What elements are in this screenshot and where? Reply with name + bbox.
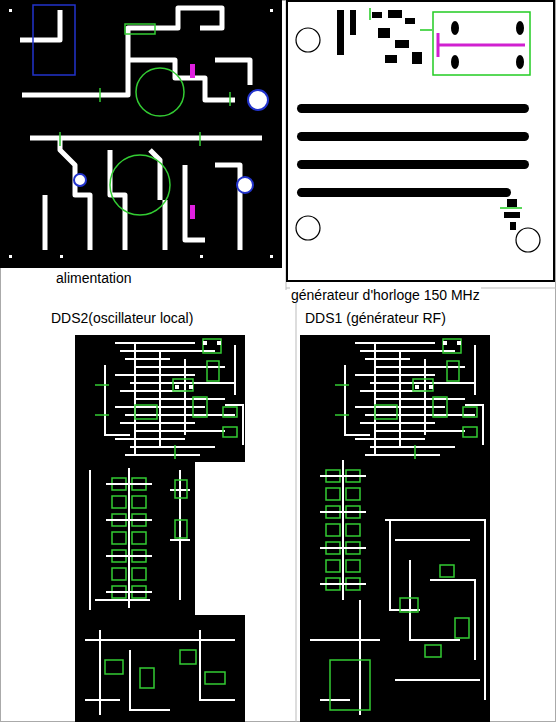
panel-caption: DDS2(oscillateur local): [50, 310, 194, 326]
board-panel: DDS1 (générateur RF): [300, 306, 500, 722]
board-panel: générateur d'horloge 150 MHz: [287, 0, 556, 306]
panel-caption: DDS1 (générateur RF): [304, 310, 447, 326]
board-panel: DDS2(oscillateur local): [48, 306, 248, 722]
panel-caption: alimentation: [55, 270, 133, 286]
dds2-board: [75, 335, 245, 722]
clock-board: [287, 1, 554, 281]
panel-caption: générateur d'horloge 150 MHz: [290, 287, 481, 303]
power-supply-board: [0, 0, 282, 268]
dds1-board: [300, 335, 490, 722]
board-panel: alimentation: [0, 0, 285, 292]
